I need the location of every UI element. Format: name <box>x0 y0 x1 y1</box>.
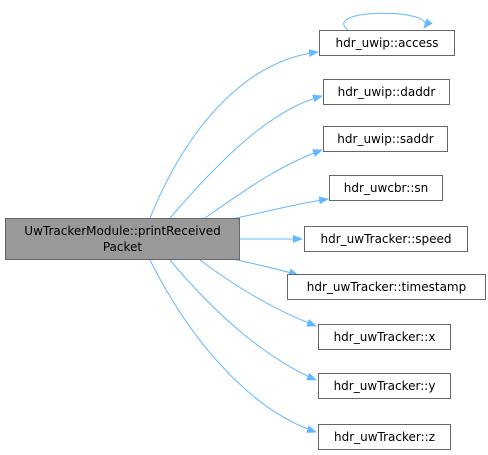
callee-label: hdr_uwTracker::x <box>333 330 436 344</box>
callee-label: hdr_uwTracker::z <box>333 430 436 444</box>
callee-node-speed[interactable]: hdr_uwTracker::speed <box>304 226 468 252</box>
callee-label: hdr_uwip::saddr <box>337 132 434 146</box>
edge-to-y <box>169 259 317 381</box>
callee-label: hdr_uwip::access <box>335 36 439 50</box>
callee-node-sn[interactable]: hdr_uwcbr::sn <box>329 175 443 201</box>
edge-to-z <box>149 259 317 433</box>
callee-label: hdr_uwTracker::timestamp <box>306 280 467 294</box>
edge-to-daddr <box>169 94 323 219</box>
callee-node-timestamp[interactable]: hdr_uwTracker::timestamp <box>287 274 486 300</box>
callee-label: hdr_uwcbr::sn <box>343 181 429 195</box>
edge-to-access <box>149 49 319 219</box>
callee-label: hdr_uwTracker::y <box>333 379 436 393</box>
edge-access-self-loop <box>343 12 433 31</box>
edge-to-sn <box>231 196 329 220</box>
callee-node-saddr[interactable]: hdr_uwip::saddr <box>323 126 448 152</box>
callee-node-x[interactable]: hdr_uwTracker::x <box>318 324 451 350</box>
edge-to-x <box>199 259 317 327</box>
root-function-label-line1: UwTrackerModule::printReceived <box>24 224 221 238</box>
callee-node-access[interactable]: hdr_uwip::access <box>319 30 455 56</box>
callee-node-daddr[interactable]: hdr_uwip::daddr <box>323 79 450 105</box>
root-function-node: UwTrackerModule::printReceived Packet <box>5 218 240 260</box>
edge-to-timestamp <box>231 258 299 277</box>
callee-label: hdr_uwip::daddr <box>337 85 436 99</box>
callee-node-y[interactable]: hdr_uwTracker::y <box>318 373 451 399</box>
root-function-label-line2: Packet <box>102 240 143 254</box>
edge-to-saddr <box>204 149 323 219</box>
callee-node-z[interactable]: hdr_uwTracker::z <box>318 424 451 450</box>
callee-label: hdr_uwTracker::speed <box>320 232 452 246</box>
